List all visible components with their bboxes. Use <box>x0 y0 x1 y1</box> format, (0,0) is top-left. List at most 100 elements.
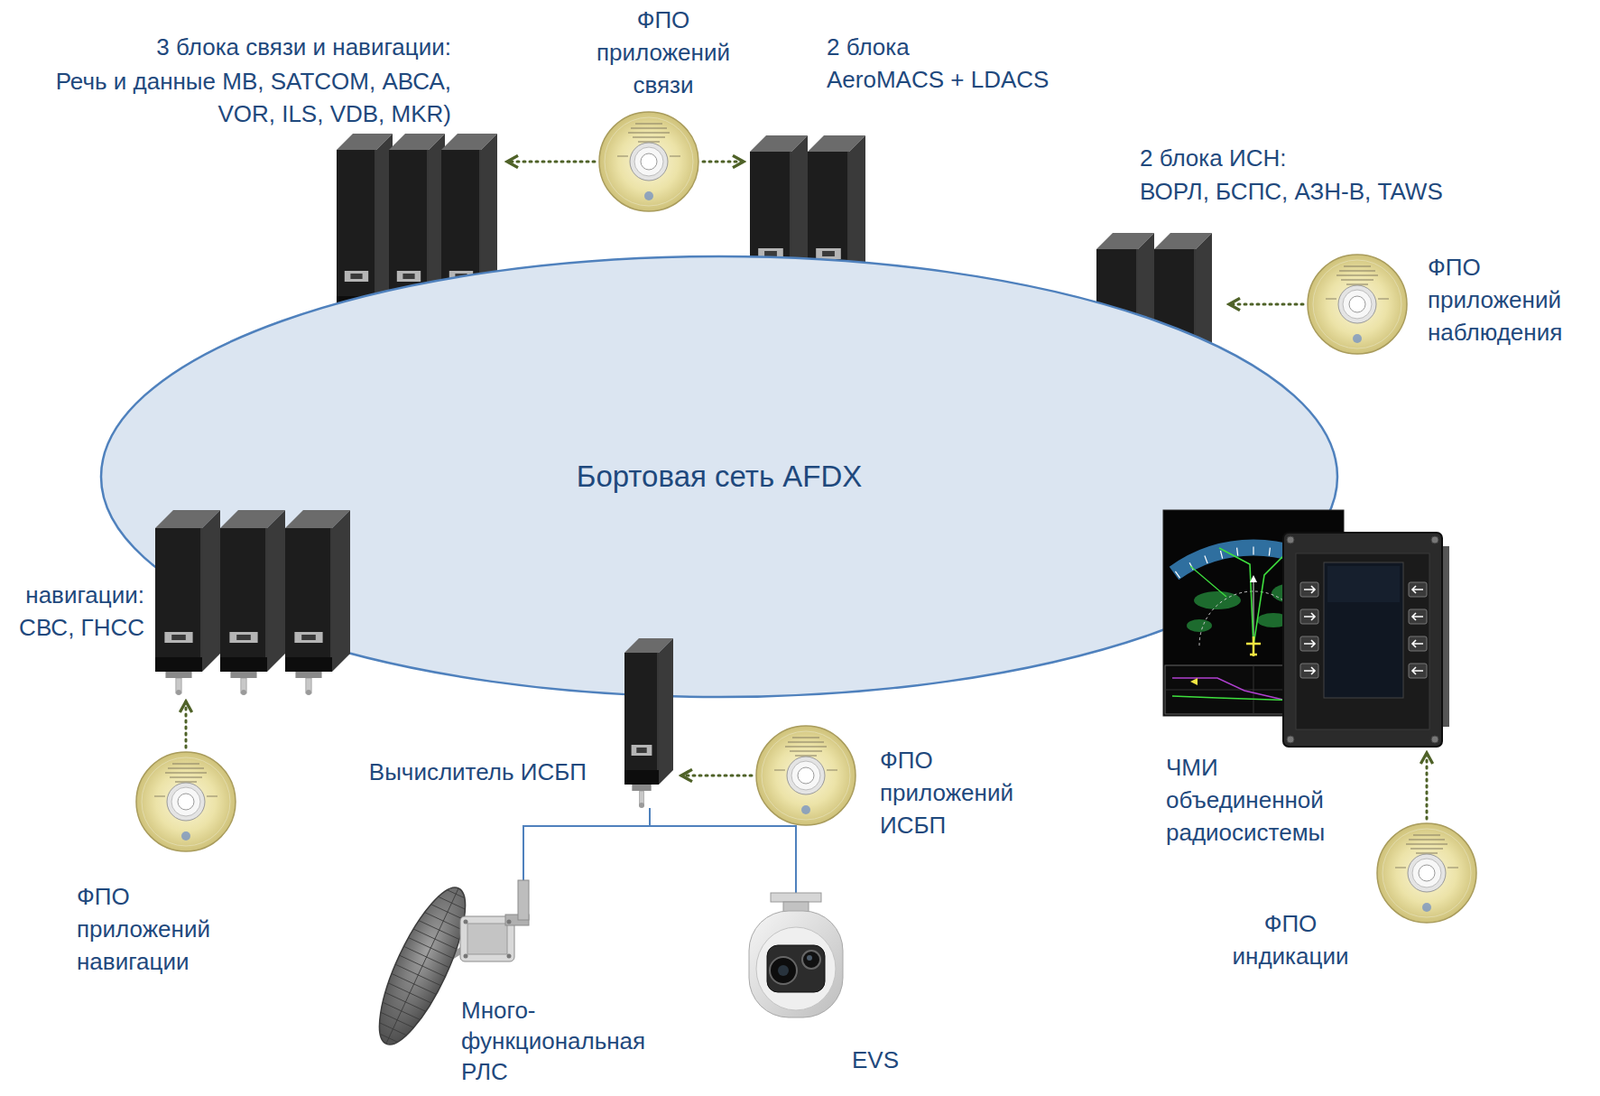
figure-detail <box>1352 333 1362 343</box>
figure-detail <box>350 273 362 279</box>
figure-detail <box>1304 666 1315 675</box>
avionics-unit <box>220 509 286 695</box>
network-ellipse <box>101 256 1338 697</box>
figure-detail <box>822 250 835 257</box>
figure-detail <box>1253 665 1255 714</box>
figure-detail <box>630 127 667 130</box>
figure-detail <box>767 944 825 992</box>
figure-detail <box>1412 666 1424 675</box>
figure-detail <box>1378 297 1389 300</box>
figure-detail <box>206 795 218 797</box>
figure-detail <box>1237 547 1239 556</box>
figure-detail <box>154 795 166 797</box>
control-panel <box>1283 532 1450 747</box>
node-label: AeroMACS + LDACS <box>826 63 1116 96</box>
figure-detail <box>634 147 664 176</box>
figure-detail <box>344 270 369 282</box>
figure-detail <box>1307 254 1407 354</box>
figure-detail <box>1304 585 1315 593</box>
load-arrow <box>507 160 595 164</box>
figure-detail <box>638 802 645 808</box>
figure-detail <box>1418 864 1435 881</box>
figure-detail <box>402 273 415 279</box>
figure-detail <box>617 155 629 158</box>
load-arrow <box>702 160 744 164</box>
figure-detail <box>397 270 421 282</box>
figure-detail <box>806 954 813 961</box>
figure-detail <box>175 689 182 695</box>
figure-detail <box>1405 842 1448 845</box>
figure-detail <box>1339 269 1376 272</box>
figure-detail <box>517 879 529 920</box>
load-arrow <box>681 774 752 777</box>
node-label: Бортовая сеть AFDX <box>484 458 954 495</box>
figure-detail <box>1295 553 1430 730</box>
figure-detail <box>165 771 207 774</box>
software-disc-art <box>136 751 236 851</box>
figure-detail <box>177 793 195 810</box>
figure-detail <box>331 527 333 672</box>
figure-detail <box>155 656 203 672</box>
load-arrow <box>1425 752 1429 819</box>
figure-detail <box>1220 550 1222 559</box>
figure-detail <box>791 760 821 790</box>
figure-detail <box>1408 582 1427 597</box>
figure-detail <box>801 804 811 814</box>
figure-detail <box>631 744 653 756</box>
camera-art <box>749 892 843 1018</box>
software-disc: ФПО приложений навигации <box>134 749 238 853</box>
figure-detail <box>240 689 247 695</box>
node-illustration <box>739 892 852 1033</box>
figure-detail <box>669 155 681 158</box>
figure-detail <box>599 111 699 212</box>
figure-detail <box>467 923 508 954</box>
figure-detail <box>136 751 236 851</box>
figure-detail <box>628 131 670 134</box>
figure-detail <box>1422 902 1432 912</box>
node-illustration <box>388 879 659 989</box>
figure-detail <box>1219 547 1254 646</box>
figure-detail <box>181 831 191 841</box>
node-label: ФПО приложений связи <box>581 3 746 102</box>
figure-detail <box>169 776 203 778</box>
software-disc-art <box>1377 823 1477 923</box>
node-label: ВОРЛ, БСПС, АЗН-В, TAWS <box>1139 175 1519 208</box>
figure-detail <box>624 769 659 785</box>
figure-detail <box>1313 259 1402 349</box>
figure-detail <box>141 757 231 846</box>
load-arrow <box>184 701 188 748</box>
figure-detail <box>1343 265 1371 268</box>
figure-detail <box>629 142 668 181</box>
figure-detail <box>1412 858 1442 888</box>
figure-detail <box>1410 847 1443 850</box>
radar-antenna: Много- функциональная РЛС <box>388 879 659 989</box>
computer-unit: Вычислитель ИСБП <box>624 638 676 808</box>
figure-detail <box>1395 866 1406 869</box>
node-label: СВС, ГНСС <box>9 610 145 644</box>
figure-detail <box>463 953 469 959</box>
software-disc: ФПО приложений связи <box>597 110 701 213</box>
evs-camera: EVS <box>739 892 852 1033</box>
figure-detail <box>375 149 377 311</box>
figure-detail <box>802 950 821 969</box>
figure-detail <box>644 191 654 201</box>
figure-detail <box>774 768 786 771</box>
figure-detail <box>1300 609 1319 624</box>
figure-detail <box>285 656 333 672</box>
node-label: 2 блока <box>826 30 1098 64</box>
figure-detail <box>507 953 512 959</box>
node-label: навигации: <box>9 578 145 611</box>
figure-detail <box>789 749 823 752</box>
figure-detail <box>1286 735 1295 743</box>
node-label: Речь и данные МВ, SATCOM, АВСА, VOR, ILS… <box>21 64 452 130</box>
figure-detail <box>1407 853 1446 892</box>
figure-detail <box>267 509 286 672</box>
figure-detail <box>332 509 351 672</box>
figure-detail <box>1327 565 1400 602</box>
node-illustration <box>754 723 858 827</box>
data-link <box>649 807 796 893</box>
figure-detail <box>1174 571 1180 578</box>
node-illustration <box>624 638 676 808</box>
figure-detail <box>202 509 221 672</box>
